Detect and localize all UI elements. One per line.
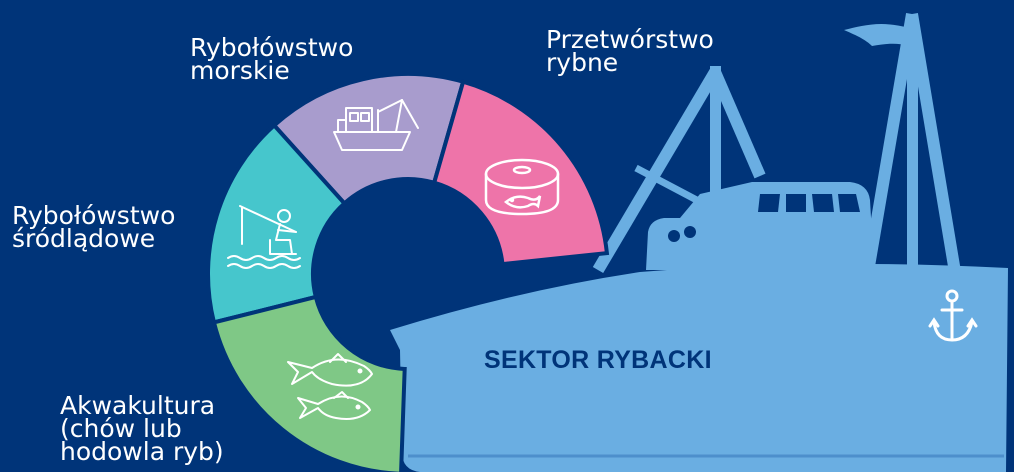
main-mast: [907, 14, 918, 272]
label-inland-fishing: Rybołówstwo śródlądowe: [12, 201, 176, 253]
fishing-ship: [390, 12, 1008, 472]
label-line: Rybołówstwo: [190, 33, 354, 62]
flag-icon: [844, 24, 909, 46]
label-line: (chów lub: [60, 414, 182, 443]
fish-pair-icon: [287, 353, 373, 420]
ship-rigging: [592, 12, 961, 274]
fishing-boat-icon: [333, 99, 419, 151]
label-line: morskie: [190, 56, 290, 85]
label-line: rybne: [546, 48, 619, 77]
porthole-icon: [684, 226, 696, 238]
label-line: hodowla ryb): [60, 437, 224, 466]
label-marine-fishing: Rybołówstwo morskie: [190, 33, 354, 85]
label-line: Akwakultura: [60, 391, 216, 420]
label-aquaculture: Akwakultura (chów lub hodowla ryb): [60, 391, 224, 466]
segment-aquaculture: [211, 294, 407, 472]
anchor-icon: [928, 289, 978, 342]
label-line: śródlądowe: [12, 224, 156, 253]
label-line: Rybołówstwo: [12, 201, 176, 230]
segment-marine: [271, 72, 466, 207]
label-line: Przetwórstwo: [546, 25, 714, 54]
label-fish-processing: Przetwórstwo rybne: [546, 25, 714, 77]
sector-title: SEKTOR RYBACKI: [484, 346, 712, 374]
wheelhouse-windows: [758, 194, 860, 212]
ship-hull: [390, 263, 1008, 472]
fish-can-icon: [484, 158, 560, 216]
porthole-icon: [668, 230, 680, 242]
fore-mast: [710, 66, 721, 216]
angler-icon: [227, 205, 301, 269]
